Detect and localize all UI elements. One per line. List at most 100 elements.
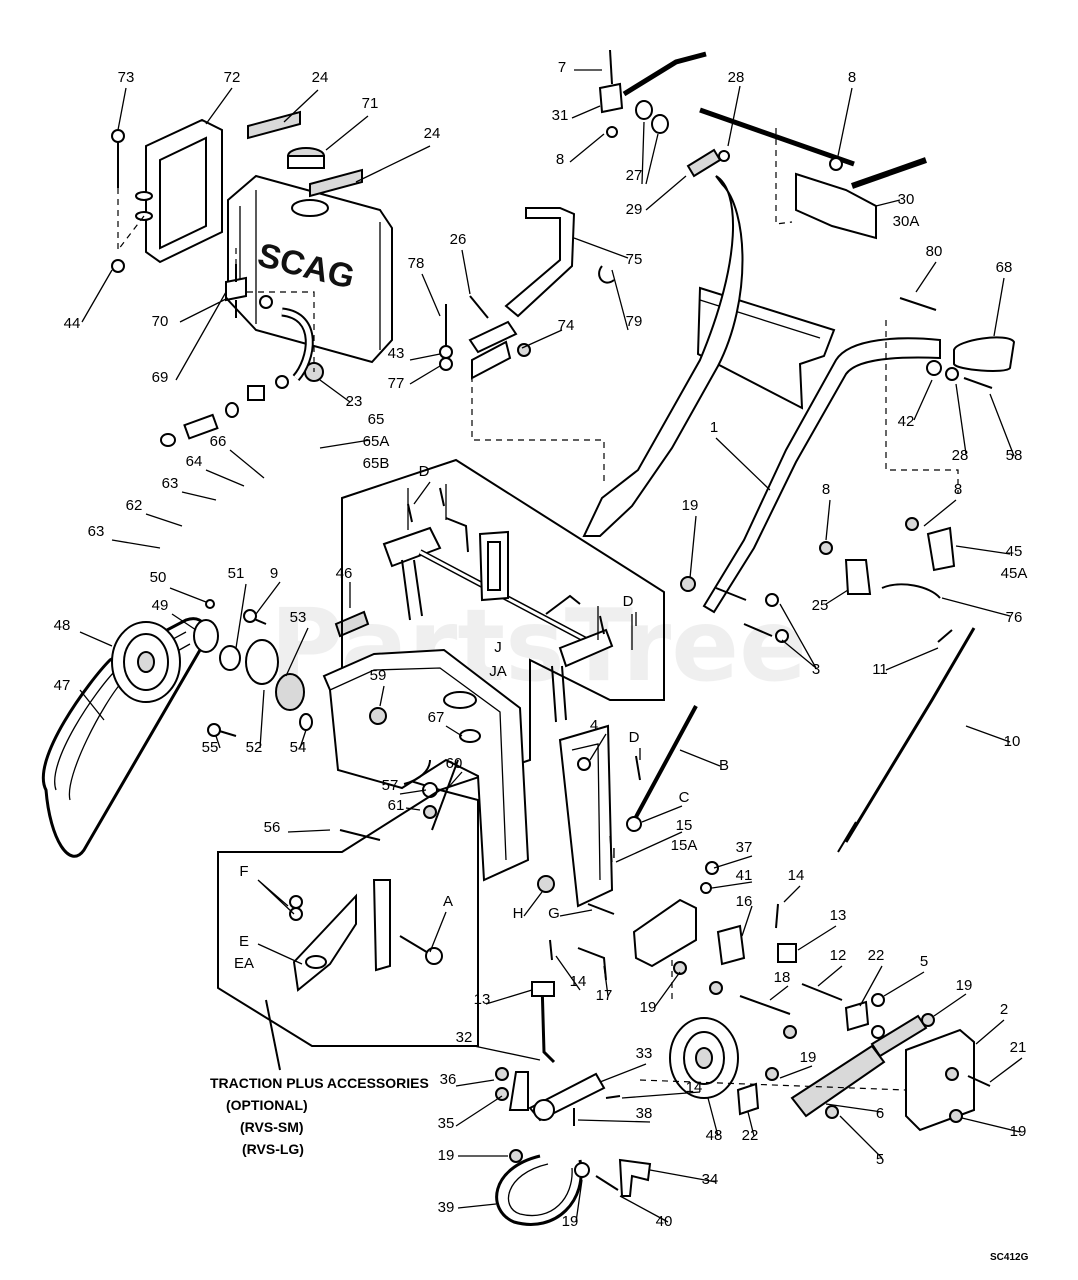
part-label: 18 bbox=[774, 969, 791, 986]
nut-5-upper bbox=[871, 993, 885, 1007]
part-label: 24 bbox=[312, 69, 329, 86]
part-label: 39 bbox=[438, 1199, 455, 1216]
part-label: 63 bbox=[88, 523, 105, 540]
fitting-64 bbox=[247, 385, 265, 401]
accessories-note-line4: (RVS-LG) bbox=[242, 1141, 304, 1157]
bolt-58 bbox=[963, 377, 993, 389]
part-label: 6 bbox=[876, 1105, 884, 1122]
part-label: 12 bbox=[830, 947, 847, 964]
part-label: 5 bbox=[876, 1151, 884, 1168]
part-label: 11 bbox=[872, 661, 888, 678]
part-label: 19 bbox=[1010, 1123, 1027, 1140]
lever-34 bbox=[618, 1158, 652, 1197]
part-label: 1 bbox=[710, 419, 718, 436]
part-label: JA bbox=[489, 663, 507, 680]
spring-29 bbox=[686, 148, 722, 178]
spacer-22a bbox=[844, 1000, 870, 1032]
part-label: 22 bbox=[868, 947, 885, 964]
nut-44 bbox=[111, 259, 125, 273]
part-label: 2 bbox=[1000, 1001, 1008, 1018]
part-label: 60 bbox=[446, 755, 463, 772]
lever-30 bbox=[795, 172, 877, 240]
bolts-3 bbox=[715, 587, 773, 637]
idler-arm-15 bbox=[632, 898, 697, 968]
part-label: 8 bbox=[556, 151, 564, 168]
washer-4 bbox=[577, 757, 591, 771]
bolt-21 bbox=[967, 1075, 991, 1087]
top-lever-assembly bbox=[598, 49, 927, 240]
part-label: 4 bbox=[590, 717, 598, 734]
bolt-A bbox=[399, 935, 431, 955]
part-label: 65 bbox=[368, 411, 385, 428]
pedal-bracket-assembly bbox=[439, 207, 605, 484]
part-label: 48 bbox=[706, 1127, 723, 1144]
part-label: 14 bbox=[686, 1079, 703, 1096]
plug-59 bbox=[369, 707, 387, 725]
part-label: 78 bbox=[408, 255, 425, 272]
part-label: D bbox=[629, 729, 640, 746]
bolt-18 bbox=[739, 995, 791, 1015]
part-label: 29 bbox=[626, 201, 643, 218]
part-label: 64 bbox=[186, 453, 203, 470]
nut-8-b bbox=[905, 517, 919, 531]
part-label: 55 bbox=[202, 739, 219, 756]
part-label: 3 bbox=[812, 661, 820, 678]
part-label: 76 bbox=[1006, 609, 1023, 626]
rod-32 bbox=[540, 981, 556, 1064]
part-label: D bbox=[623, 593, 634, 610]
part-label: 37 bbox=[736, 839, 753, 856]
filter-62 bbox=[183, 413, 219, 440]
part-label: 40 bbox=[656, 1213, 673, 1230]
part-label: 43 bbox=[388, 345, 405, 362]
bracket-35 bbox=[508, 1071, 529, 1111]
traction-plus-accessories: TRACTION PLUS ACCESSORIES (OPTIONAL) (RV… bbox=[210, 788, 479, 1157]
part-label: 27 bbox=[626, 167, 643, 184]
part-label: A bbox=[443, 893, 453, 910]
part-label: 71 bbox=[362, 95, 379, 112]
clip-79 bbox=[598, 265, 615, 284]
part-label: 8 bbox=[954, 481, 962, 498]
nut-H bbox=[537, 875, 555, 893]
bracket-74 bbox=[468, 320, 518, 354]
bolt-12 bbox=[801, 983, 843, 1001]
part-label: G bbox=[548, 905, 560, 922]
decal-24a bbox=[247, 110, 301, 140]
part-label: 34 bbox=[702, 1171, 719, 1188]
part-label: 65A bbox=[363, 433, 390, 450]
pulley-belt-assembly bbox=[42, 599, 370, 858]
pedal-75 bbox=[504, 207, 576, 318]
part-label: 19 bbox=[438, 1147, 455, 1164]
part-label: 42 bbox=[898, 413, 915, 430]
part-label: 38 bbox=[636, 1105, 653, 1122]
rod-60 bbox=[431, 759, 459, 831]
bushing-13 bbox=[777, 943, 797, 963]
part-label: 19 bbox=[800, 1049, 817, 1066]
part-label: 31 bbox=[552, 107, 569, 124]
part-label: 80 bbox=[926, 243, 943, 260]
control-rod-assembly bbox=[819, 517, 976, 853]
part-label: 62 bbox=[126, 497, 143, 514]
arm-I bbox=[558, 724, 614, 908]
gear-housing bbox=[322, 648, 530, 882]
bearing-52 bbox=[245, 639, 279, 685]
bolt-55 bbox=[207, 723, 221, 737]
fuel-tank bbox=[227, 174, 393, 364]
clip-C bbox=[626, 816, 642, 832]
rod-B bbox=[628, 705, 698, 829]
part-label: 25 bbox=[812, 597, 829, 614]
part-label: 8 bbox=[822, 481, 830, 498]
part-label: 22 bbox=[742, 1127, 759, 1144]
grip-68 bbox=[953, 336, 1016, 372]
spring-46 bbox=[334, 610, 370, 638]
bolt-26 bbox=[469, 295, 489, 319]
part-label: 7 bbox=[558, 59, 566, 76]
part-label: 77 bbox=[388, 375, 405, 392]
part-label: 21 bbox=[1010, 1039, 1027, 1056]
part-label: 15A bbox=[671, 837, 698, 854]
handle-right-bar bbox=[702, 337, 941, 614]
part-label: 16 bbox=[736, 893, 753, 910]
part-label: 13 bbox=[474, 991, 491, 1008]
cable-76 bbox=[881, 583, 941, 599]
part-label: 54 bbox=[290, 739, 307, 756]
